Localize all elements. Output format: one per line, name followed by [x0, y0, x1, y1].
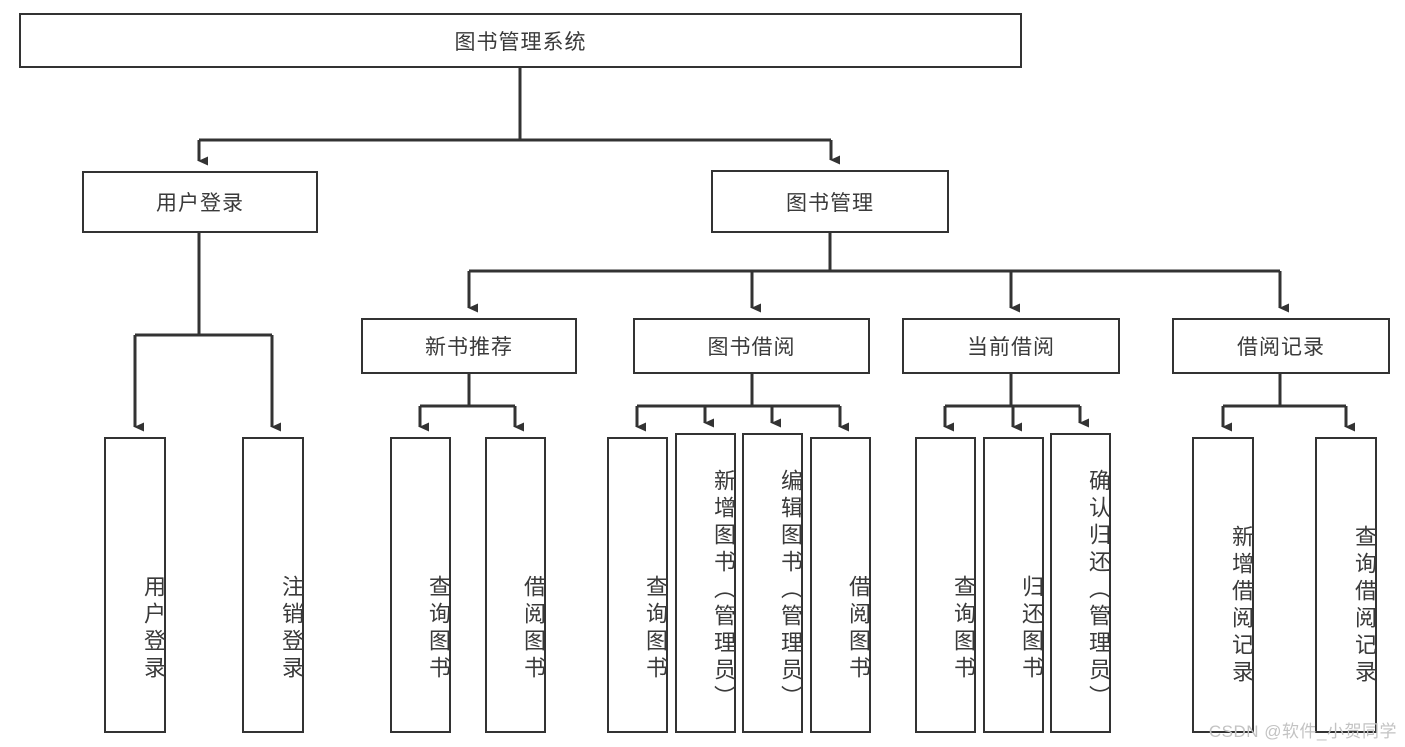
node-label: 编辑图书（管理员）	[778, 468, 803, 712]
node-label: 新增图书（管理员）	[711, 468, 736, 712]
node-leaf-11[interactable]: 新增借阅记录	[1192, 437, 1254, 733]
node-leaf-12[interactable]: 查询借阅记录	[1315, 437, 1377, 733]
node-label: 图书管理	[786, 191, 874, 215]
node-label: 查询图书	[951, 575, 976, 683]
node-level3-3[interactable]: 借阅记录	[1172, 318, 1390, 374]
node-root[interactable]: 图书管理系统	[19, 13, 1022, 68]
node-leaf-6[interactable]: 编辑图书（管理员）	[742, 433, 803, 733]
node-leaf-10[interactable]: 确认归还（管理员）	[1050, 433, 1111, 733]
node-label: 借阅图书	[521, 575, 546, 683]
node-level2-0[interactable]: 用户登录	[82, 171, 318, 233]
node-leaf-4[interactable]: 查询图书	[607, 437, 668, 733]
node-leaf-3[interactable]: 借阅图书	[485, 437, 546, 733]
csdn-watermark: CSDN @软件_小贺同学	[1208, 722, 1397, 741]
node-leaf-7[interactable]: 借阅图书	[810, 437, 871, 733]
node-label: 用户登录	[156, 192, 244, 215]
node-label: 查询借阅记录	[1352, 525, 1377, 687]
node-label: 图书管理系统	[454, 30, 587, 54]
node-leaf-0[interactable]: 用户登录	[104, 437, 166, 733]
node-label: 注销登录	[279, 575, 304, 683]
node-leaf-5[interactable]: 新增图书（管理员）	[675, 433, 736, 733]
node-label: 查询图书	[426, 575, 451, 683]
node-leaf-1[interactable]: 注销登录	[242, 437, 304, 733]
node-label: 新书推荐	[425, 336, 513, 359]
node-level3-0[interactable]: 新书推荐	[361, 318, 577, 374]
node-label: 归还图书	[1019, 575, 1044, 683]
node-label: 确认归还（管理员）	[1086, 468, 1111, 712]
node-label: 借阅图书	[846, 575, 871, 683]
node-label: 新增借阅记录	[1229, 525, 1254, 687]
node-leaf-2[interactable]: 查询图书	[390, 437, 451, 733]
node-label: 借阅记录	[1237, 336, 1325, 359]
node-label: 查询图书	[643, 575, 668, 683]
node-level2-1[interactable]: 图书管理	[711, 170, 949, 233]
node-level3-2[interactable]: 当前借阅	[902, 318, 1120, 374]
node-leaf-8[interactable]: 查询图书	[915, 437, 976, 733]
node-level3-1[interactable]: 图书借阅	[633, 318, 870, 374]
node-leaf-9[interactable]: 归还图书	[983, 437, 1044, 733]
node-label: 当前借阅	[967, 336, 1055, 359]
node-label: 用户登录	[141, 575, 166, 683]
node-label: 图书借阅	[707, 336, 796, 359]
